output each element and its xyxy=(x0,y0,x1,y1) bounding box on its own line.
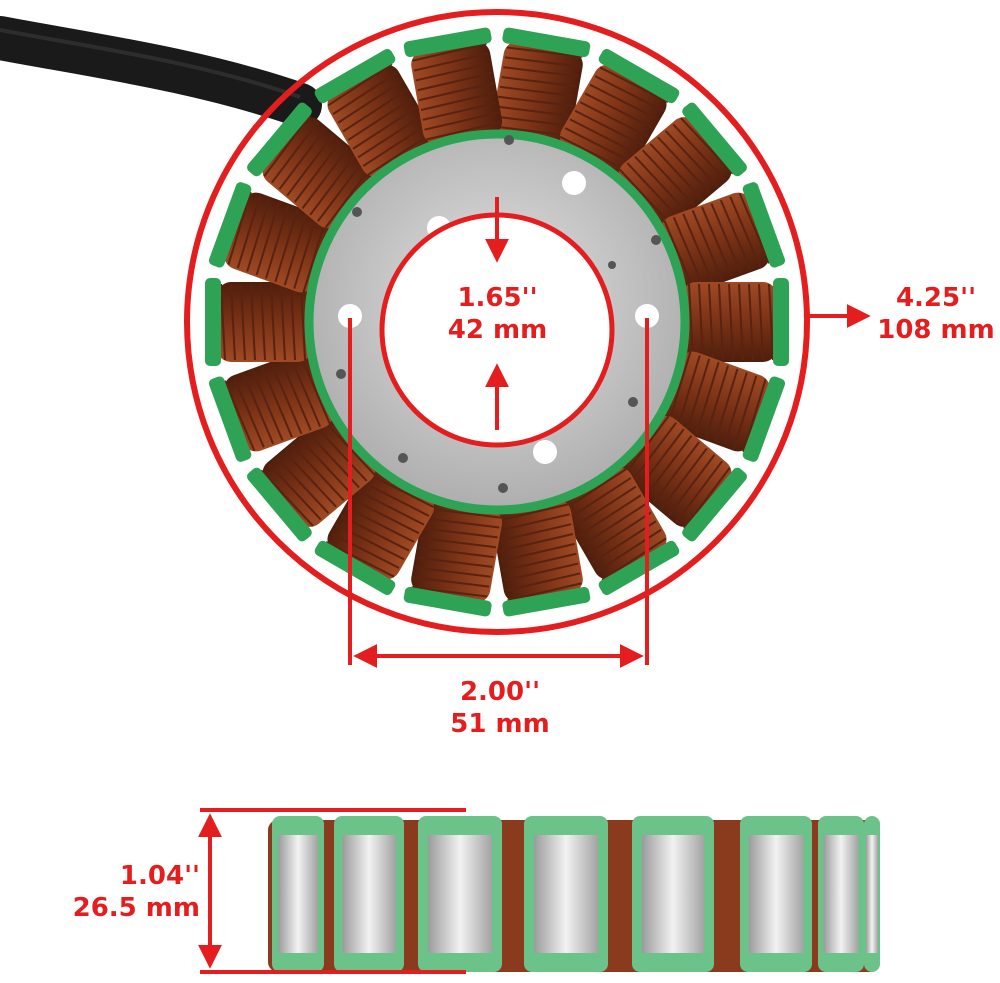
mounting-hole-9 xyxy=(628,397,638,407)
stator-side-view xyxy=(268,816,880,972)
side-pole-5 xyxy=(632,816,714,972)
coil-3 xyxy=(618,102,747,229)
inner-diameter-mm: 42 mm xyxy=(447,315,548,345)
side-pole-2 xyxy=(334,816,404,972)
coil-15 xyxy=(208,182,333,293)
outer-diameter-mm: 108 mm xyxy=(877,315,995,345)
mounting-hole-12 xyxy=(498,483,508,493)
side-pole-8 xyxy=(864,816,880,972)
inner-diameter-inches: 1.65'' xyxy=(457,283,538,313)
side-pole-3 xyxy=(418,816,502,972)
coil-5 xyxy=(682,278,789,366)
coil-16 xyxy=(247,102,376,229)
wiring-harness xyxy=(0,16,322,127)
mounting-hole-1 xyxy=(338,304,362,328)
coil-2 xyxy=(559,48,680,177)
inner-diameter-label: 1.65'' 42 mm xyxy=(430,282,565,346)
height-mm: 26.5 mm xyxy=(72,893,200,923)
mounting-hole-13 xyxy=(608,261,616,269)
outer-diameter-inches: 4.25'' xyxy=(895,283,977,313)
side-pole-4 xyxy=(524,816,608,972)
coil-17 xyxy=(314,48,435,177)
coil-9 xyxy=(491,499,591,617)
coil-11 xyxy=(314,467,435,596)
bolt-spacing-inches: 2.00'' xyxy=(459,677,541,707)
coil-8 xyxy=(559,467,680,596)
coil-13 xyxy=(208,351,333,462)
coil-4 xyxy=(661,182,786,293)
mounting-hole-8 xyxy=(651,235,661,245)
bolt-spacing-mm: 51 mm xyxy=(450,709,550,739)
coil-18 xyxy=(403,27,503,145)
height-label: 1.04'' 26.5 mm xyxy=(60,860,200,924)
side-pole-1 xyxy=(272,816,324,972)
side-pole-7 xyxy=(818,816,864,972)
outer-diameter-label: 4.25'' 108 mm xyxy=(872,282,1000,346)
mounting-hole-2 xyxy=(635,304,659,328)
coil-6 xyxy=(661,351,786,462)
height-inches: 1.04'' xyxy=(119,861,200,891)
side-pole-6 xyxy=(740,816,812,972)
coil-10 xyxy=(403,499,503,617)
coil-1 xyxy=(491,27,591,145)
mounting-hole-7 xyxy=(504,135,514,145)
mounting-hole-10 xyxy=(398,453,408,463)
outer-dimension-circle xyxy=(184,9,810,635)
bolt-spacing-label: 2.00'' 51 mm xyxy=(430,676,570,740)
mounting-hole-6 xyxy=(352,207,362,217)
mounting-hole-5 xyxy=(533,440,557,464)
mounting-hole-11 xyxy=(336,369,346,379)
mounting-hole-4 xyxy=(562,171,586,195)
coil-14 xyxy=(205,278,312,366)
